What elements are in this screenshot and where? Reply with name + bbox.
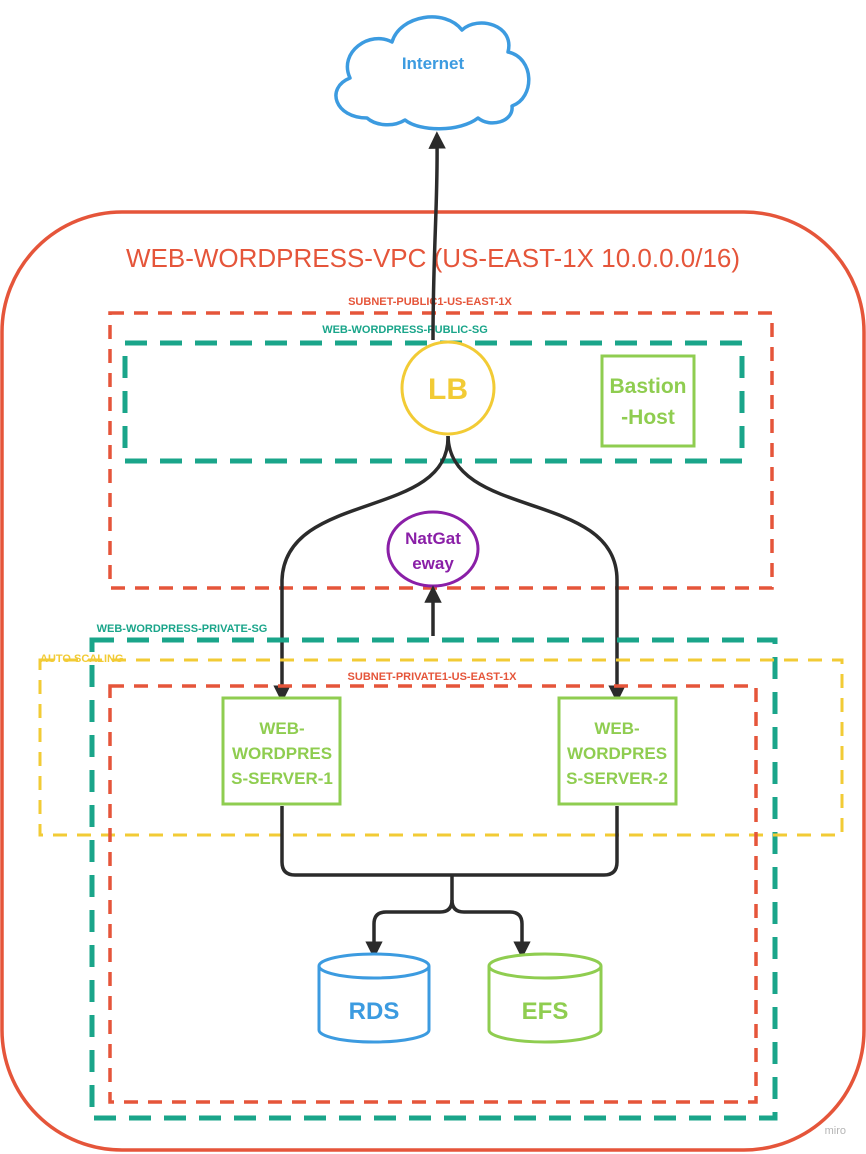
public-subnet-label: SUBNET-PUBLIC1-US-EAST-1X (348, 296, 512, 308)
server2-line3: S-SERVER-2 (566, 769, 668, 788)
auto-scaling-label: AUTO SCALING (40, 653, 124, 665)
rds-label: RDS (349, 998, 400, 1025)
server1-line3: S-SERVER-1 (231, 769, 333, 788)
lb-to-internet-arrow (428, 131, 446, 341)
rds-database: RDS (317, 952, 431, 1044)
internet-cloud: Internet (334, 15, 531, 131)
natgateway-line1: NatGat (405, 529, 461, 548)
private-subnet-label: SUBNET-PRIVATE1-US-EAST-1X (348, 671, 518, 683)
web-server-2: WEB- WORDPRES S-SERVER-2 (557, 696, 678, 806)
lb-to-server1-arrow (273, 435, 450, 703)
server1-line2: WORDPRES (232, 744, 332, 763)
server2-line2: WORDPRES (567, 744, 667, 763)
lb-label: LB (428, 373, 468, 406)
efs-storage: EFS (487, 952, 603, 1044)
server2-line1: WEB- (594, 719, 639, 738)
auto-scaling-boundary (38, 658, 844, 837)
internet-label: Internet (402, 54, 465, 73)
public-sg-boundary (122, 340, 745, 464)
vpc-boundary (0, 210, 866, 1152)
server1-line1: WEB- (259, 719, 304, 738)
miro-watermark: miro (825, 1125, 846, 1137)
bastion-line2: -Host (621, 406, 675, 429)
web-server-1: WEB- WORDPRES S-SERVER-1 (221, 696, 342, 806)
public-sg-label: WEB-WORDPRESS-PUBLIC-SG (322, 324, 488, 336)
natgateway-line2: eway (412, 554, 454, 573)
private-sg-boundary (89, 637, 778, 1121)
lb-to-server2-arrow (446, 435, 626, 703)
public-subnet-boundary (108, 311, 774, 590)
efs-label: EFS (522, 998, 569, 1025)
load-balancer: LB (400, 340, 496, 436)
to-efs-arrow (450, 899, 531, 959)
to-rds-arrow (365, 875, 454, 959)
servers-join-connector (280, 806, 619, 877)
private-sg-label: WEB-WORDPRESS-PRIVATE-SG (97, 623, 268, 635)
bastion-host: Bastion -Host (600, 354, 696, 448)
nat-gateway: NatGat eway (386, 510, 480, 588)
bastion-line1: Bastion (609, 375, 686, 398)
private-subnet-boundary (108, 684, 758, 1104)
